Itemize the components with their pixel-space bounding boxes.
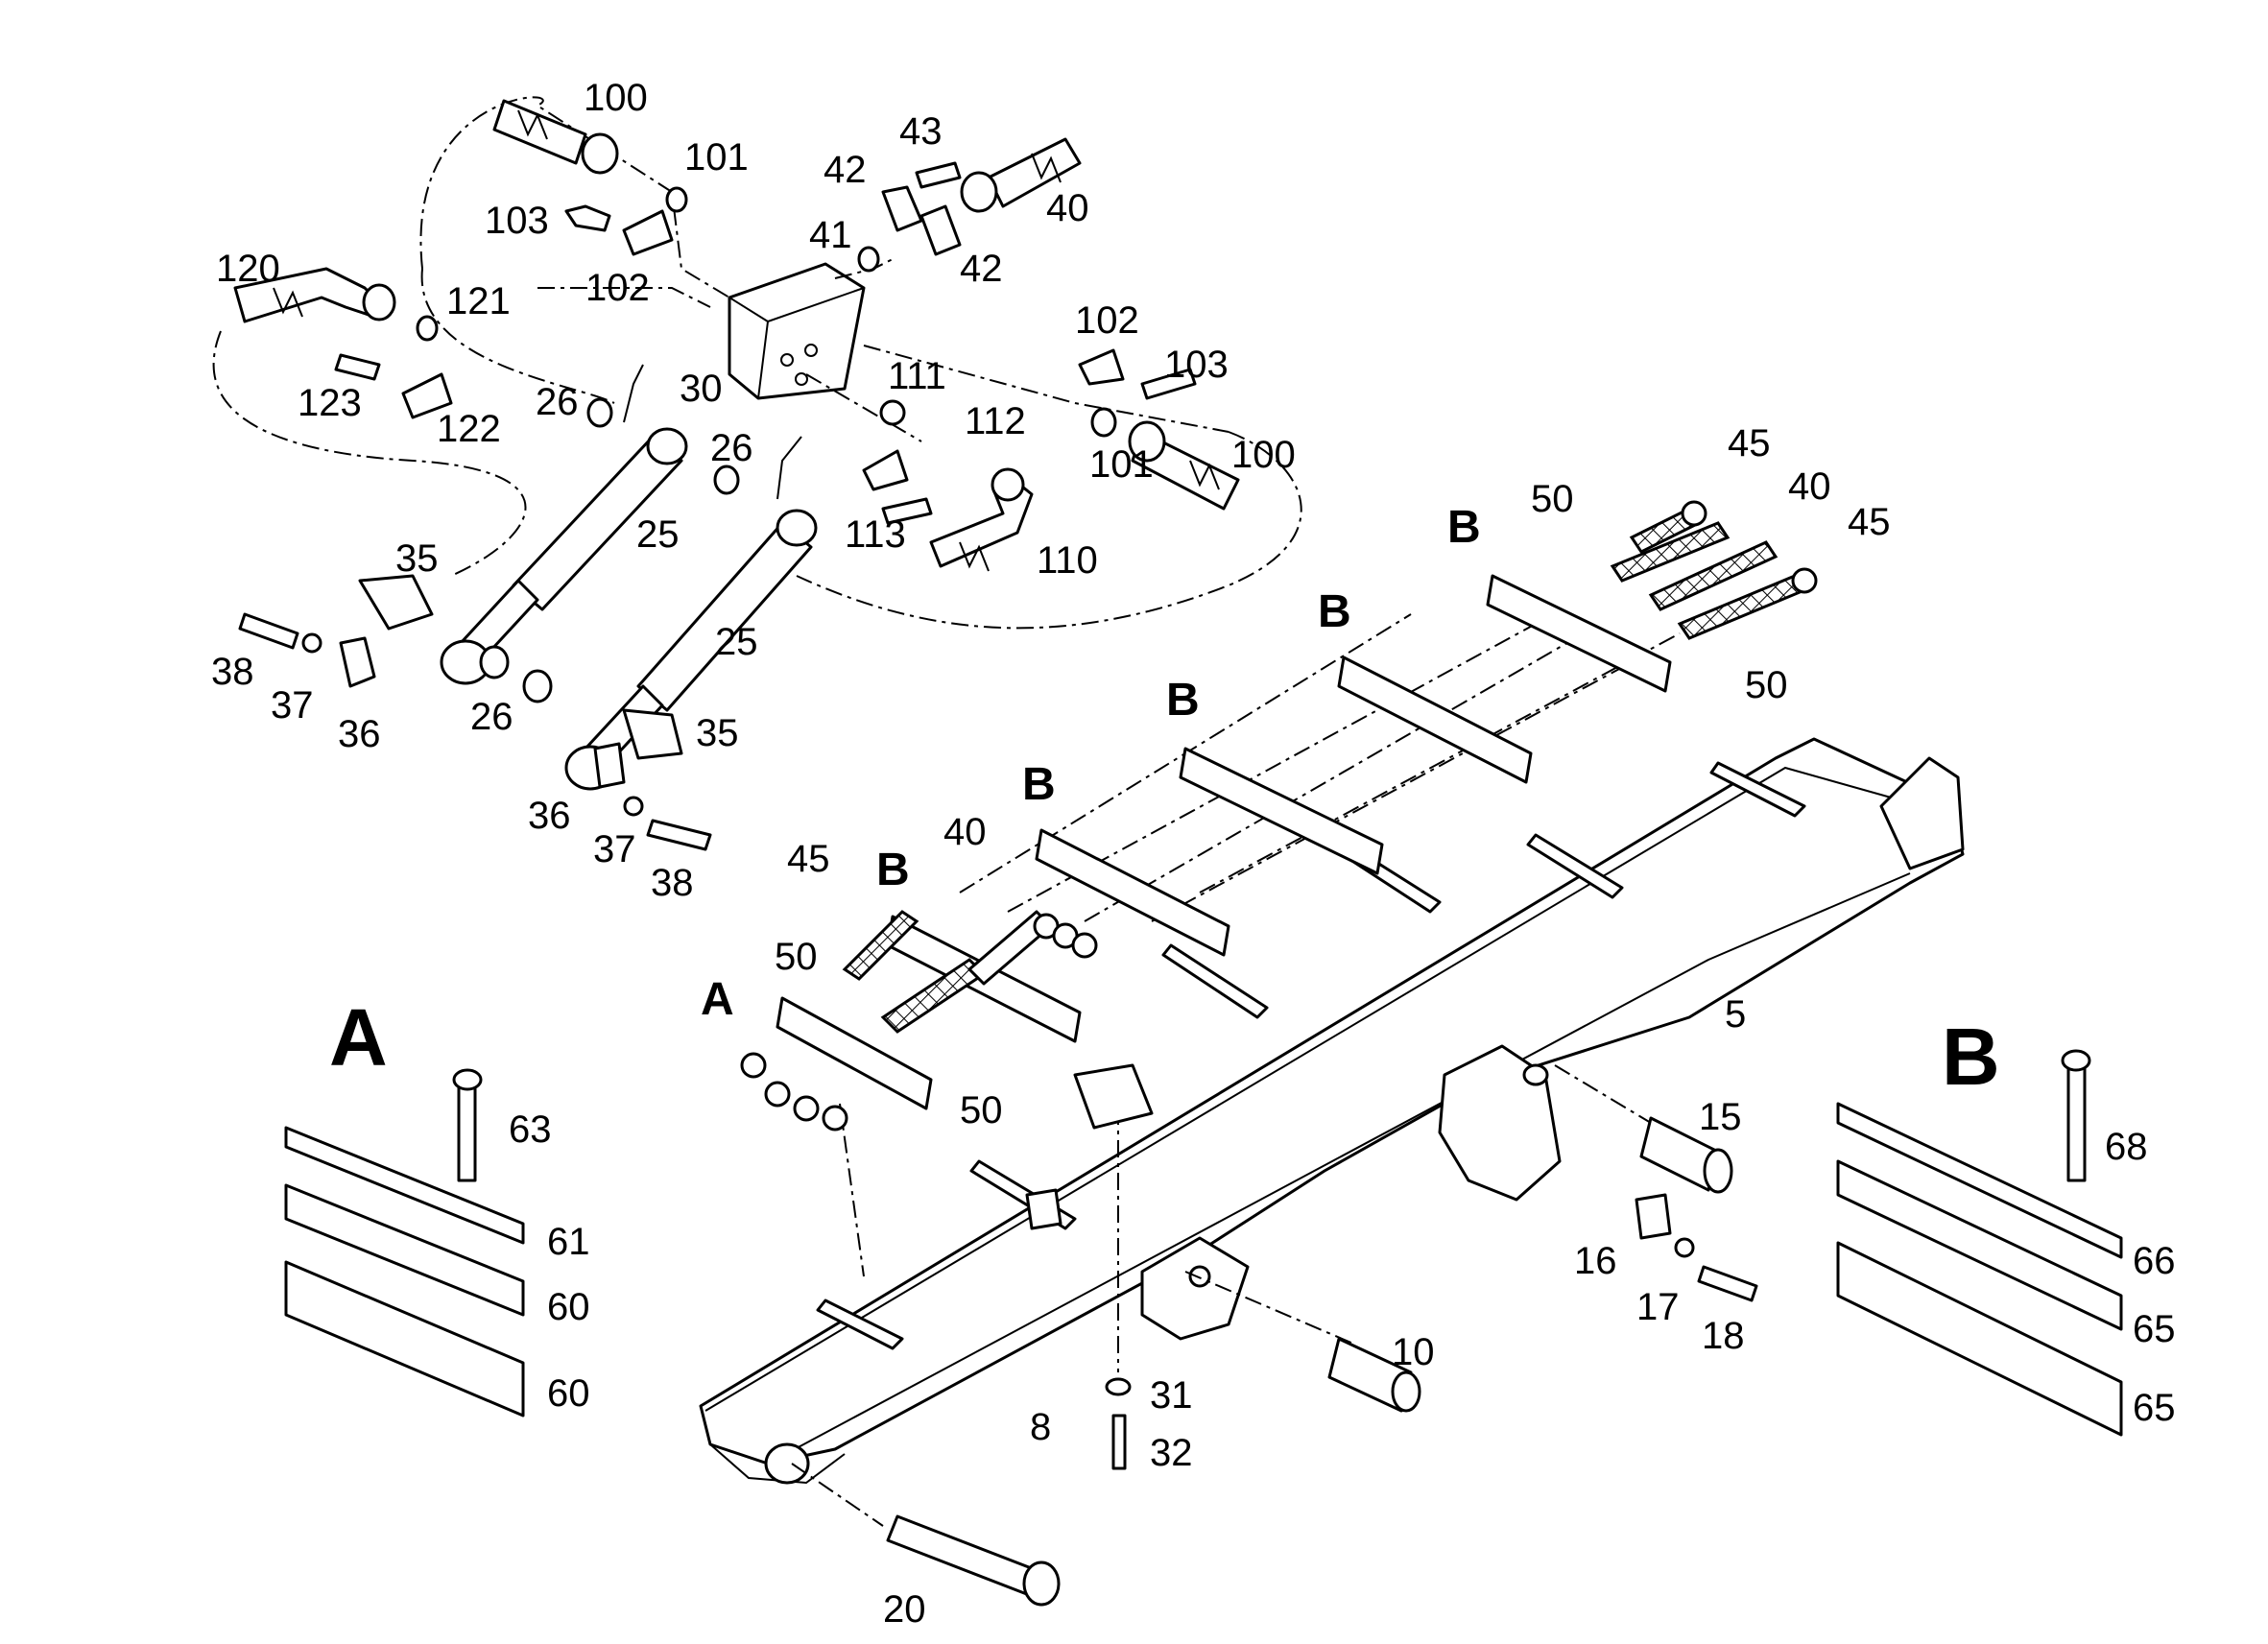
callout-120: 120 (216, 248, 280, 290)
callout-60: 60 (547, 1286, 590, 1328)
callout-50c: 50 (1745, 664, 1788, 706)
callout-65b: 65 (2133, 1387, 2176, 1429)
callout-50d: 50 (960, 1089, 1003, 1132)
callout-68: 68 (2105, 1126, 2148, 1168)
callout-31: 31 (1150, 1374, 1193, 1417)
pins-and-bolts (886, 1116, 1758, 1607)
callout-45b: 45 (1728, 422, 1771, 465)
callout-102: 102 (585, 267, 650, 309)
fittings (238, 161, 1197, 851)
callout-50: 50 (775, 936, 818, 978)
section-letter-b3: B (1166, 675, 1200, 726)
hose-40-upper (960, 137, 1082, 213)
hose-120 (233, 267, 396, 323)
callout-5: 5 (1725, 993, 1746, 1036)
callout-42b: 42 (960, 248, 1003, 290)
detail-b-clamp (1836, 1049, 2123, 1437)
section-letter-a-large: A (329, 992, 388, 1083)
callout-17: 17 (1636, 1286, 1680, 1328)
section-letter-a-small: A (701, 974, 734, 1025)
hose-110 (929, 467, 1034, 572)
callout-100b: 100 (1231, 434, 1296, 476)
callout-113: 113 (845, 513, 906, 556)
callout-50b: 50 (1531, 478, 1574, 520)
callout-18: 18 (1702, 1315, 1745, 1357)
section-letter-b2: B (1318, 586, 1351, 637)
callout-26: 26 (536, 381, 579, 423)
section-letter-b1: B (1447, 502, 1481, 553)
callout-15: 15 (1699, 1096, 1742, 1138)
connector-lines (212, 96, 1681, 1527)
clamp-assembly (740, 500, 1818, 1132)
section-letter-b4: B (1022, 759, 1056, 810)
callout-20: 20 (883, 1588, 926, 1631)
callout-36b: 36 (528, 795, 571, 837)
hose-100-upper (492, 99, 619, 175)
callout-60b: 60 (547, 1372, 590, 1415)
callout-123: 123 (298, 382, 362, 424)
callout-100: 100 (584, 77, 648, 119)
callout-42: 42 (824, 149, 867, 191)
boom-arm (699, 737, 1965, 1485)
callout-45c: 45 (1848, 501, 1891, 543)
callout-66: 66 (2133, 1240, 2176, 1282)
callout-41: 41 (809, 214, 852, 256)
callout-25b: 25 (715, 621, 758, 663)
callout-40c: 40 (1788, 465, 1831, 508)
callout-40b: 40 (943, 811, 987, 853)
section-letter-b5: B (876, 845, 910, 895)
callout-10: 10 (1392, 1331, 1435, 1373)
callout-26b: 26 (710, 427, 753, 469)
callout-112: 112 (965, 400, 1026, 442)
callout-37b: 37 (593, 828, 636, 870)
callout-35b: 35 (696, 712, 739, 754)
callout-101: 101 (684, 136, 749, 179)
callout-35: 35 (395, 537, 439, 580)
callout-37: 37 (271, 684, 314, 727)
callout-65: 65 (2133, 1308, 2176, 1350)
callout-38: 38 (211, 651, 254, 693)
callout-labels: 100 101 103 102 120 121 123 122 26 30 43… (211, 77, 2176, 1631)
callout-111: 111 (888, 355, 946, 397)
callout-61: 61 (547, 1221, 590, 1263)
callout-45: 45 (787, 838, 830, 880)
callout-16: 16 (1574, 1240, 1617, 1282)
callout-103: 103 (485, 200, 549, 242)
callout-40: 40 (1046, 187, 1089, 229)
callout-101b: 101 (1089, 443, 1154, 486)
callout-36: 36 (338, 713, 381, 755)
callout-38b: 38 (651, 862, 694, 904)
section-letter-b-large: B (1942, 1012, 2000, 1102)
callout-8: 8 (1030, 1406, 1051, 1448)
callout-32: 32 (1150, 1432, 1193, 1474)
hose-100-lower (1128, 420, 1240, 511)
part-8-block (1025, 1063, 1154, 1470)
callout-122: 122 (437, 408, 501, 450)
callout-103b: 103 (1164, 344, 1229, 386)
cylinder-upper (440, 364, 688, 685)
callout-121: 121 (446, 280, 511, 322)
callout-30: 30 (680, 368, 723, 410)
callout-25: 25 (636, 513, 680, 556)
detail-a-clamp (284, 1068, 525, 1418)
callout-26c: 26 (470, 696, 513, 738)
callout-110: 110 (1037, 539, 1098, 582)
callout-43: 43 (899, 110, 943, 153)
callout-102b: 102 (1075, 299, 1139, 342)
valve-block (728, 262, 866, 400)
callout-63: 63 (509, 1108, 552, 1151)
